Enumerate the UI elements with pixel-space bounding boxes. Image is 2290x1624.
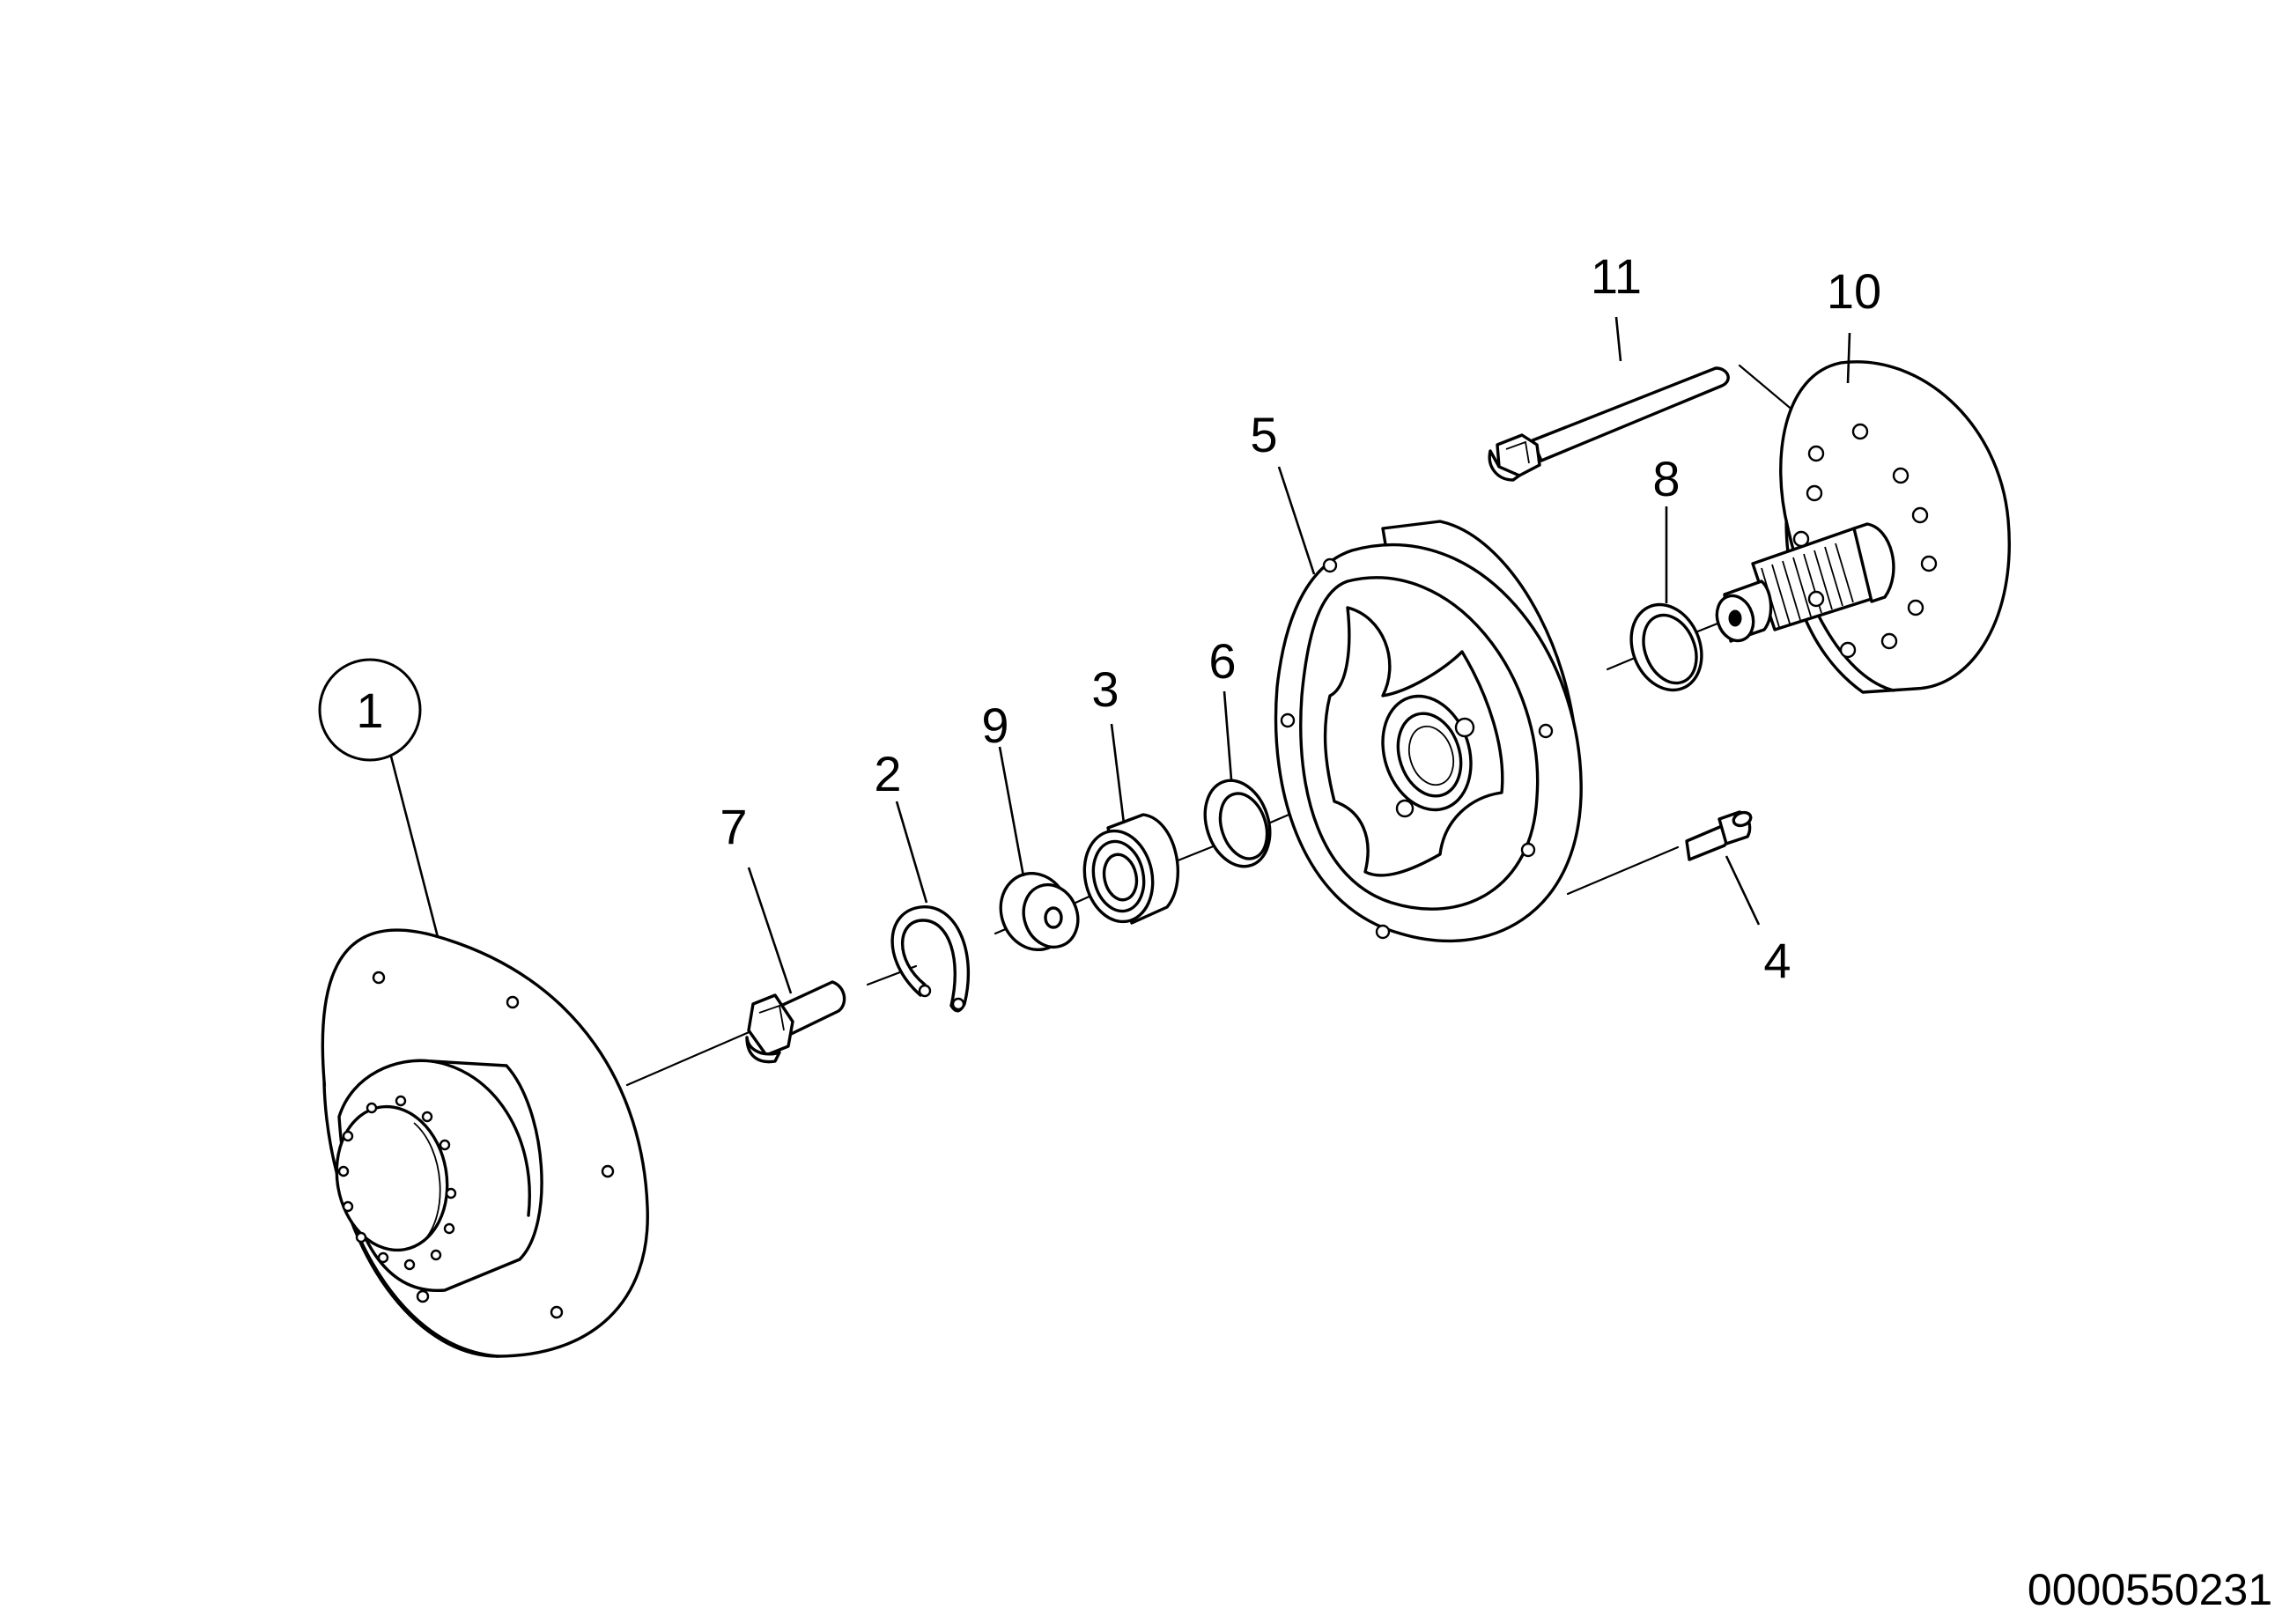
callout-7-label: 7 xyxy=(720,799,747,854)
callout-2-label: 2 xyxy=(874,746,901,801)
part-3-ball-bearing xyxy=(1082,813,1179,925)
callout-1-circle xyxy=(318,658,422,762)
part-5-housing xyxy=(1274,520,1583,942)
part-1-coupling-disc xyxy=(321,928,649,1358)
part-8-o-ring xyxy=(1629,602,1703,692)
callout-8-label: 8 xyxy=(1652,451,1680,506)
part-10-splined-flange xyxy=(1715,360,2011,694)
document-number: 0000550231 xyxy=(2028,1565,2272,1614)
part-2-snap-ring xyxy=(890,905,971,1013)
callout-1: 1 xyxy=(318,658,422,762)
callout-4-label: 4 xyxy=(1763,933,1791,988)
callout-11-label: 11 xyxy=(1591,248,1642,304)
callout-3-label: 3 xyxy=(1091,661,1119,717)
leader-lines xyxy=(388,316,1851,994)
part-11-long-bolt xyxy=(1488,366,1730,482)
part-4-socket-screw xyxy=(1685,810,1753,861)
part-7-hex-bolt xyxy=(745,980,846,1064)
part-6-spacer-ring xyxy=(1203,779,1272,868)
callout-1-label: 1 xyxy=(356,683,383,738)
callout-6-label: 6 xyxy=(1208,633,1236,689)
callout-10-label: 10 xyxy=(1827,263,1881,319)
part-9-washer xyxy=(999,871,1080,952)
callout-9-label: 9 xyxy=(981,698,1008,753)
callout-5-label: 5 xyxy=(1250,407,1277,462)
